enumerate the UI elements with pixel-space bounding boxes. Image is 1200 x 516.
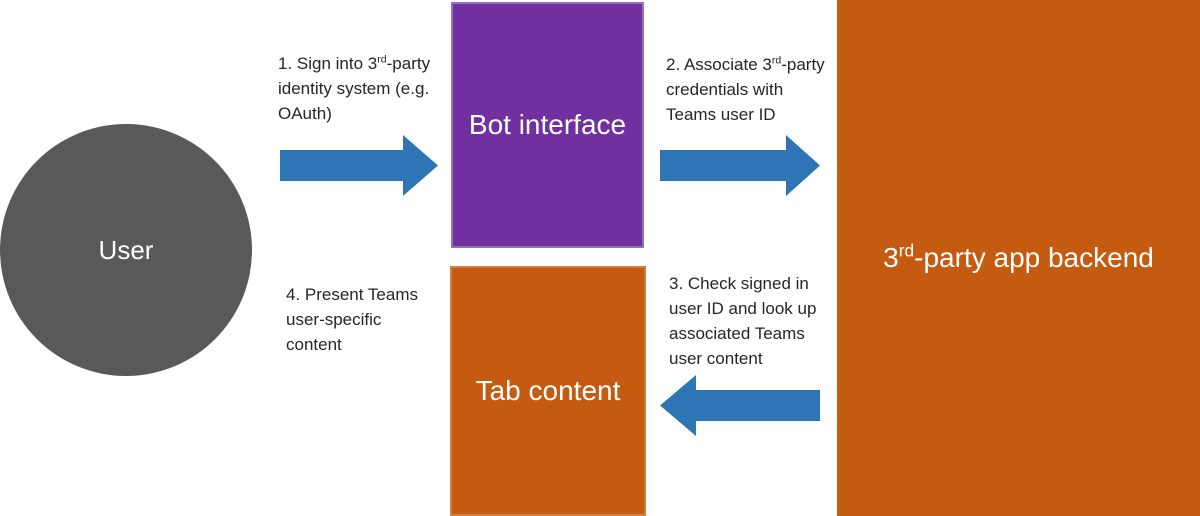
user-node: User: [0, 124, 252, 376]
arrow-user-to-bot-interface: [280, 135, 438, 196]
step2-superscript: rd: [771, 54, 782, 67]
bot-interface-label: Bot interface: [468, 109, 627, 140]
app-backend-node: 3rd-party app backend: [837, 0, 1200, 516]
user-label: User: [98, 234, 154, 265]
app-backend-label: 3rd-party app backend: [883, 240, 1154, 273]
tab-content-label: Tab content: [475, 375, 621, 406]
annotation-step2: 2. Associate 3rd-party credentials with …: [666, 54, 825, 124]
tab-content-node: Tab content: [450, 266, 646, 516]
annotation-step4: 4. Present Teams user-specific content: [286, 285, 418, 354]
bot-interface-node: Bot interface: [451, 2, 644, 248]
annotation-step3: 3. Check signed in user ID and look up a…: [669, 274, 817, 368]
step1-superscript: rd: [377, 53, 387, 66]
app-backend-label-superscript: rd: [898, 240, 915, 261]
arrow-bot-interface-to-backend: [660, 135, 820, 196]
arrow-backend-to-tab-content: [660, 375, 820, 436]
annotation-step1: 1. Sign into 3rd-party identity system (…: [278, 53, 431, 123]
